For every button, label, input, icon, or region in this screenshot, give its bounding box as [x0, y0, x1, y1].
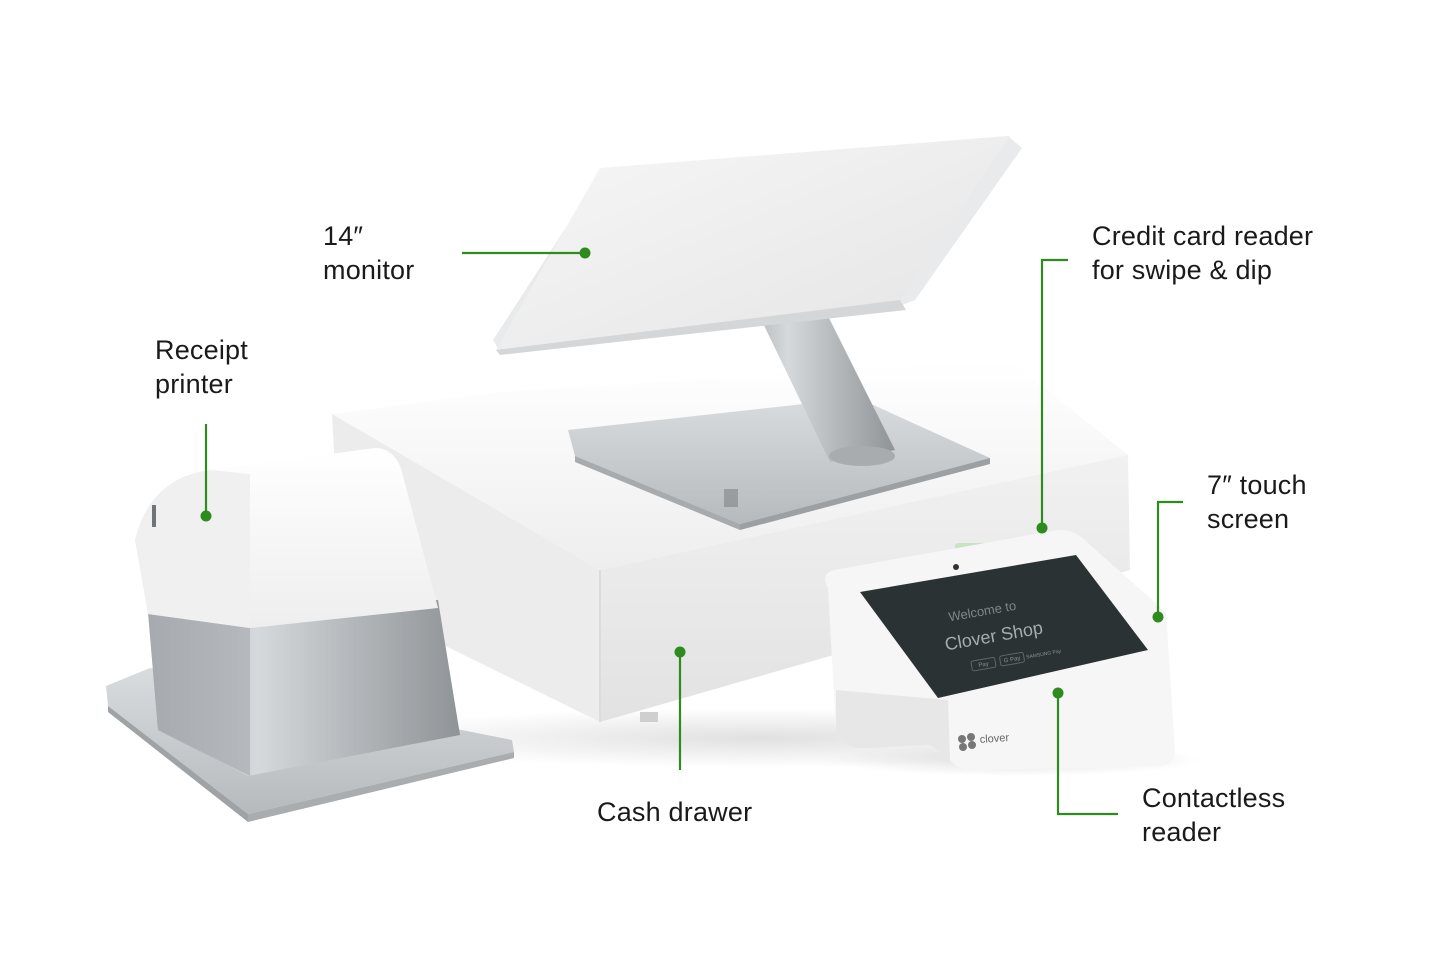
contactless-label-line1: Contactless	[1142, 783, 1286, 813]
monitor-label: 14″ monitor	[323, 219, 414, 287]
contactless-callout-dot	[1052, 687, 1064, 699]
monitor	[493, 136, 1022, 355]
touch-screen-label: 7″ touch screen	[1207, 468, 1307, 536]
google-pay-badge: G Pay	[1003, 656, 1020, 665]
monitor-callout-dot	[579, 247, 591, 259]
printer-callout-dot	[200, 510, 212, 522]
monitor-label-line2: monitor	[323, 255, 415, 285]
receipt-printer-label: Receipt printer	[155, 333, 248, 401]
device-brand-label: clover	[979, 732, 1009, 746]
cash-drawer-callout-dot	[674, 646, 686, 658]
touch-screen-label-line2: screen	[1207, 504, 1290, 534]
receipt-printer-label-line1: Receipt	[155, 335, 248, 365]
cash-drawer-label-line1: Cash drawer	[597, 797, 753, 827]
callout-lines	[204, 251, 1183, 816]
card-reader-label: Credit card reader for swipe & dip	[1092, 219, 1313, 287]
touch-screen-callout-dot	[1152, 611, 1164, 623]
contactless-label: Contactless reader	[1142, 781, 1285, 849]
callout-dots	[200, 247, 1164, 699]
card-reader-label-line1: Credit card reader	[1092, 221, 1314, 251]
clover-logo-icon	[958, 733, 976, 751]
cash-drawer-label: Cash drawer	[597, 795, 752, 829]
contactless-label-line2: reader	[1142, 817, 1222, 847]
monitor-label-line1: 14″	[323, 221, 364, 251]
touch-screen-device	[825, 529, 1205, 776]
device-screen	[860, 555, 1148, 698]
receipt-printer-label-line2: printer	[155, 369, 233, 399]
card-reader-callout-dot	[1036, 522, 1048, 534]
receipt-printer	[106, 448, 514, 822]
apple-pay-badge: Pay	[978, 661, 989, 669]
card-reader-label-line2: for swipe & dip	[1092, 255, 1273, 285]
touch-screen-label-line1: 7″ touch	[1207, 470, 1307, 500]
